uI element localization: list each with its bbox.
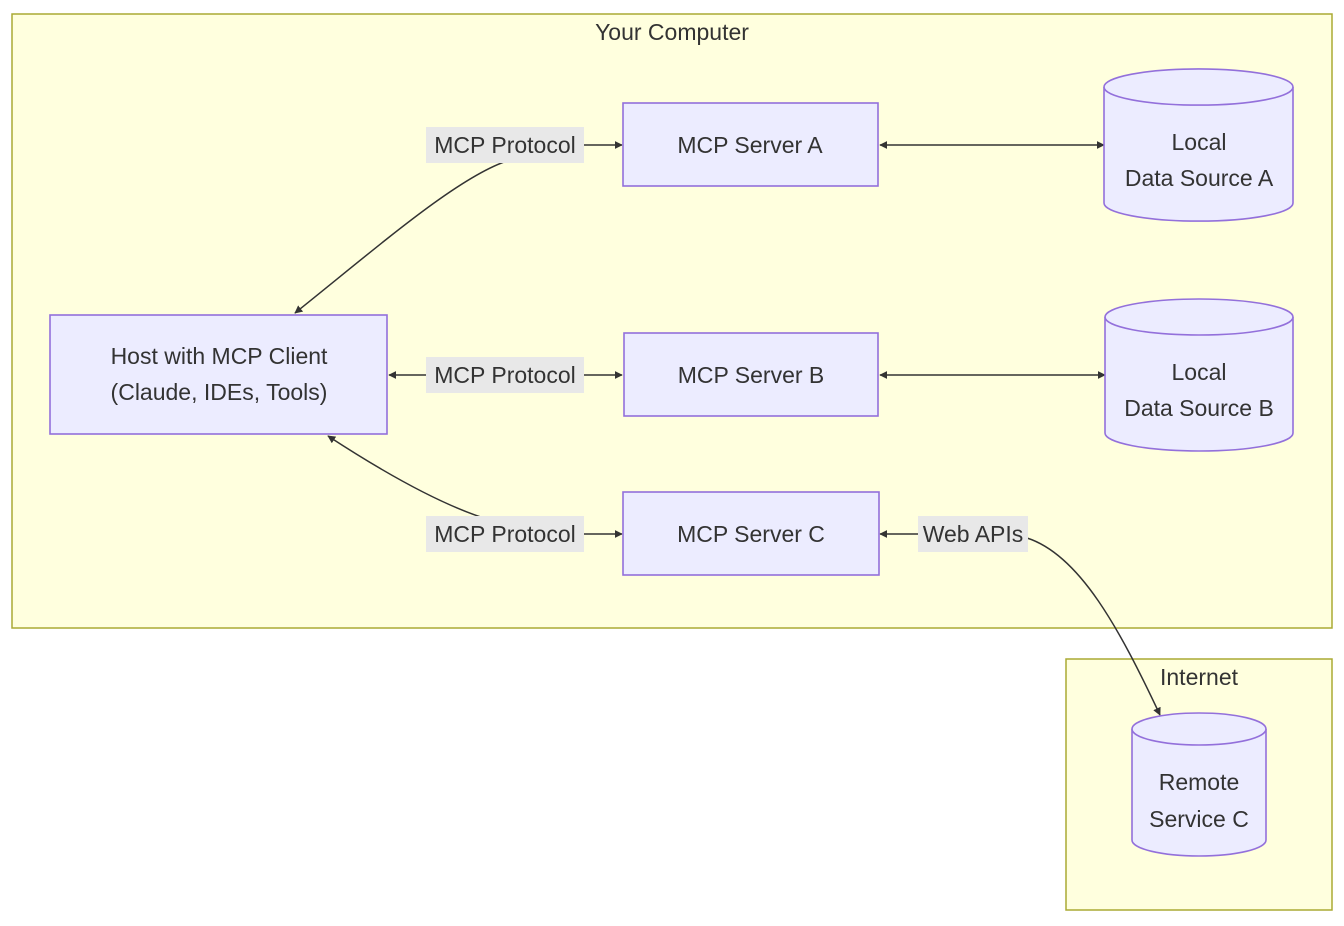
host-label-line1: Host with MCP Client (111, 343, 328, 369)
edge-label-web-apis: Web APIs (923, 521, 1024, 547)
edge-host-server-a: MCP Protocol (294, 127, 623, 314)
edge-label-host-server-a: MCP Protocol (434, 132, 575, 158)
remote-c-label-line2: Service C (1149, 806, 1249, 832)
edge-label-host-server-c: MCP Protocol (434, 521, 575, 547)
node-local-data-source-a: Local Data Source A (1103, 68, 1294, 222)
node-host-mcp-client: Host with MCP Client (Claude, IDEs, Tool… (49, 314, 388, 435)
node-mcp-server-b: MCP Server B (623, 332, 879, 417)
edge-host-server-b: MCP Protocol (388, 357, 623, 393)
server-c-label: MCP Server C (677, 521, 825, 547)
cluster-title-your-computer: Your Computer (595, 19, 749, 45)
node-mcp-server-a: MCP Server A (622, 102, 879, 187)
server-b-label: MCP Server B (678, 362, 825, 388)
data-a-label-line1: Local (1172, 129, 1227, 155)
cluster-title-internet: Internet (1160, 664, 1239, 690)
data-b-label-line1: Local (1172, 359, 1227, 385)
edge-server-c-remote-c: Web APIs (879, 516, 1161, 716)
edge-label-host-server-b: MCP Protocol (434, 362, 575, 388)
server-a-label: MCP Server A (677, 132, 823, 158)
data-b-label-line2: Data Source B (1124, 395, 1274, 421)
edge-host-server-c: MCP Protocol (327, 435, 623, 552)
data-a-label-line2: Data Source A (1125, 165, 1274, 191)
node-remote-service-c: Remote Service C (1131, 712, 1267, 857)
host-label-line2: (Claude, IDEs, Tools) (111, 379, 328, 405)
node-mcp-server-c: MCP Server C (622, 491, 880, 576)
remote-c-label-line1: Remote (1159, 769, 1240, 795)
node-local-data-source-b: Local Data Source B (1104, 298, 1294, 452)
